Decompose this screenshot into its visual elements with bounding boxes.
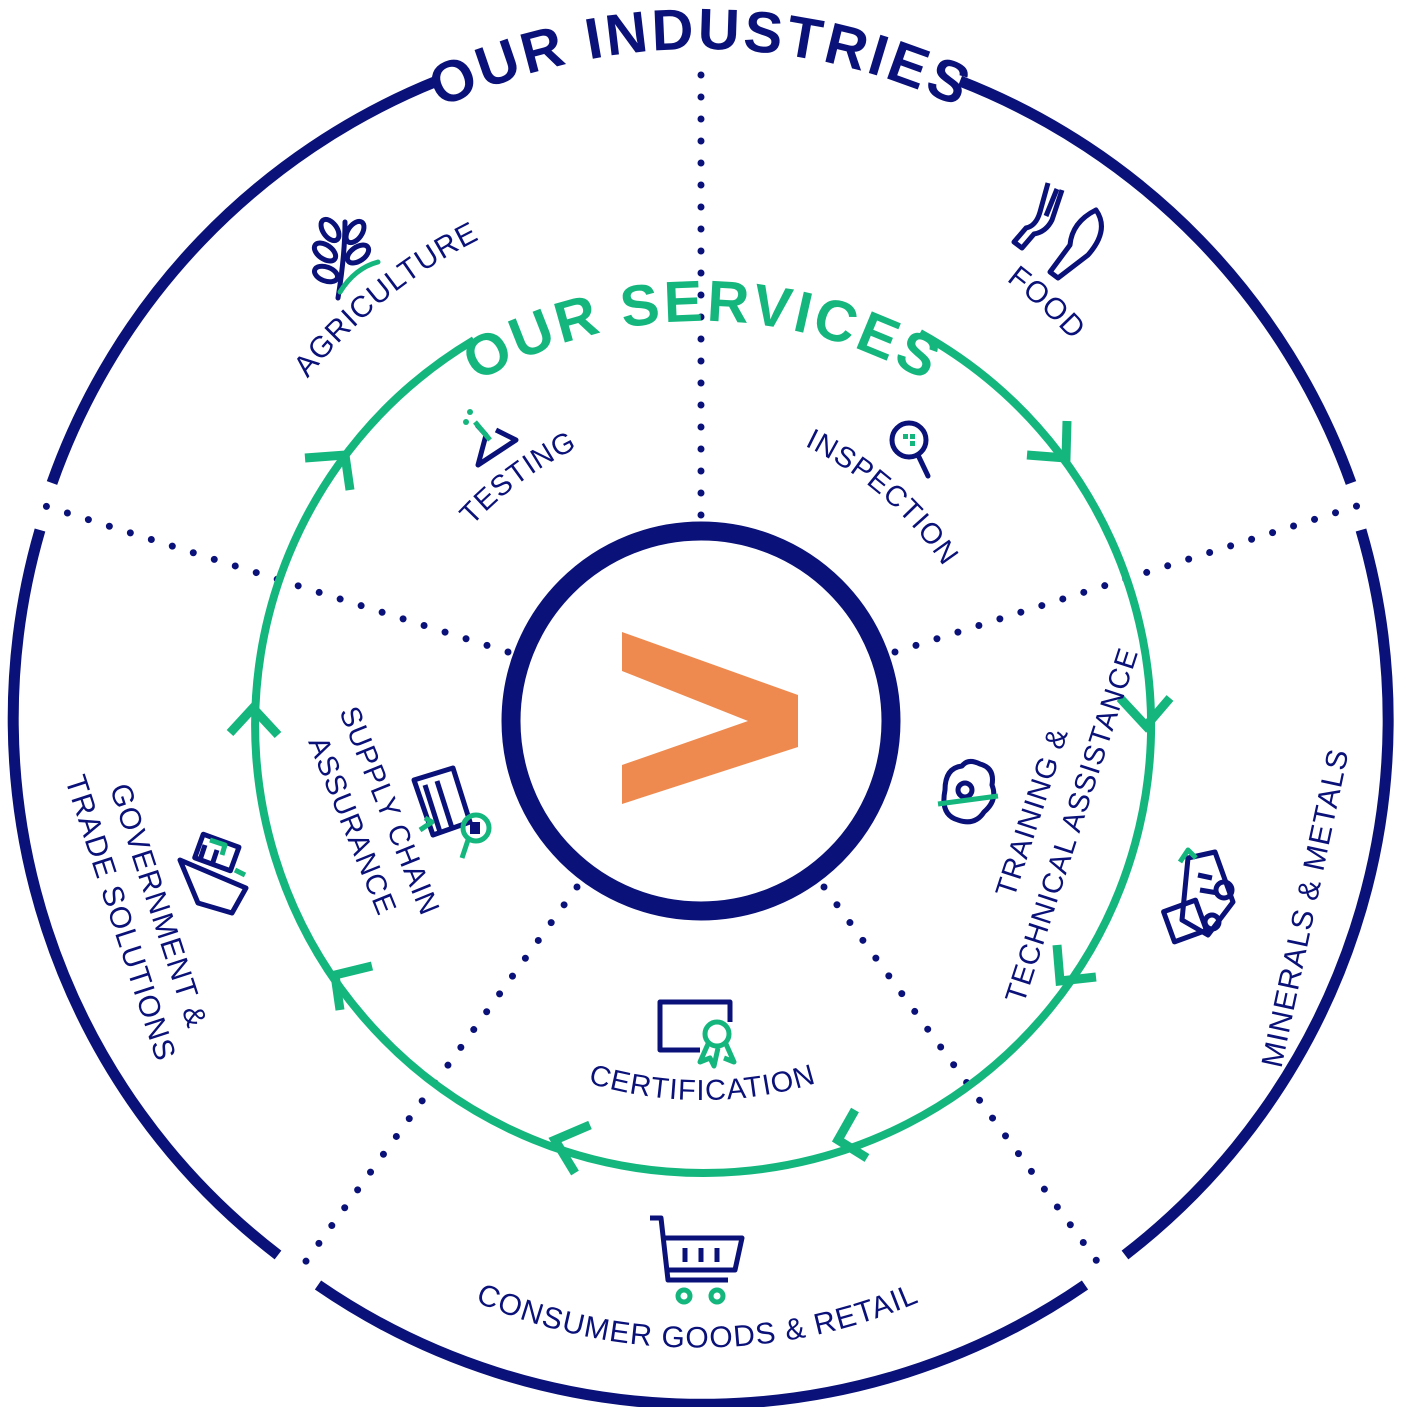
outer-ring [7, 75, 1394, 1407]
service-training: TRAINING & TECHNICAL ASSISTANCE [937, 644, 1145, 1007]
mining-building-icon [1161, 847, 1236, 945]
chevron-symbol [622, 632, 798, 804]
service-label-inspection: INSPECTION [801, 423, 964, 571]
cargo-ship-icon [177, 831, 249, 916]
service-label-training: TRAINING & TECHNICAL ASSISTANCE [990, 644, 1145, 1007]
wheat-icon [311, 216, 381, 301]
industry-minerals: MINERALS & METALS [1161, 746, 1356, 1071]
certificate-icon [657, 999, 737, 1069]
magnifier-icon [889, 420, 931, 479]
service-label-supply: SUPPLY CHAIN ASSURANCE [301, 702, 445, 920]
flask-icon [463, 409, 519, 468]
flow-arrows [226, 420, 1174, 1176]
service-certification: CERTIFICATION [586, 999, 819, 1107]
industry-label-minerals: MINERALS & METALS [1256, 746, 1356, 1071]
service-testing: TESTING [454, 409, 580, 531]
industry-agriculture: AGRICULTURE [287, 216, 483, 383]
industry-label-consumer: CONSUMER GOODS & RETAIL [472, 1278, 923, 1355]
document-search-icon [411, 765, 492, 859]
inner-title: OUR SERVICES [453, 269, 953, 394]
industry-label-food: FOOD [1002, 260, 1092, 346]
industry-food: FOOD [1002, 182, 1104, 346]
brain-gear-icon [937, 758, 999, 825]
service-supply: SUPPLY CHAIN ASSURANCE [301, 702, 492, 920]
outer-title: OUR INDUSTRIES [419, 0, 981, 120]
service-inspection: INSPECTION [801, 420, 964, 571]
fork-knife-icon [1011, 182, 1104, 281]
center-logo [501, 521, 901, 921]
shopping-cart-icon [650, 1215, 745, 1305]
service-label-certification: CERTIFICATION [586, 1059, 819, 1107]
services-ring [251, 329, 1156, 1177]
industry-label-agriculture: AGRICULTURE [287, 216, 483, 383]
industry-consumer: CONSUMER GOODS & RETAIL [472, 1215, 923, 1355]
